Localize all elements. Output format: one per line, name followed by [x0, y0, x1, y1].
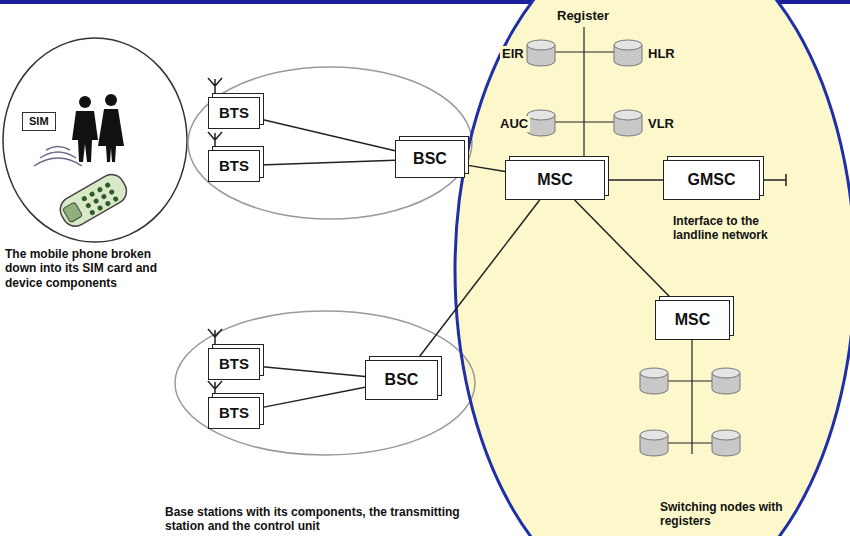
box-label: BTS — [219, 105, 249, 122]
link-line — [605, 179, 663, 181]
caption-text: Base stations with its components, the t… — [165, 505, 495, 534]
sim-label: SIM — [22, 112, 56, 131]
link-line — [260, 387, 365, 408]
link-line — [260, 119, 395, 151]
box-label: MSC — [675, 311, 711, 329]
register-cylinder — [527, 40, 555, 66]
radio-waves — [34, 147, 82, 167]
core-network-region — [455, 0, 850, 536]
base-station-ellipse — [175, 311, 475, 455]
core-network-outline — [455, 0, 850, 536]
caption-text: Interface to the landline network — [673, 214, 798, 243]
msc-box: MSC — [655, 300, 730, 340]
bts-box: BTS — [208, 150, 260, 182]
link-line — [417, 200, 540, 360]
people-icon — [72, 94, 124, 162]
register-cylinder — [712, 430, 740, 456]
box-label: BSC — [413, 150, 447, 168]
link-line — [260, 366, 365, 376]
msc-box: MSC — [505, 160, 605, 200]
register-heading: Register — [555, 8, 611, 24]
base-station-ellipse — [188, 67, 472, 219]
bsc-box: BSC — [365, 360, 438, 400]
gmsc-box: GMSC — [663, 160, 760, 200]
bts-box: BTS — [208, 397, 260, 429]
register-name: AUC — [498, 116, 530, 132]
register-cylinder — [712, 368, 740, 394]
register-cylinder — [640, 368, 668, 394]
register-cylinder — [527, 110, 555, 136]
box-label: BTS — [219, 158, 249, 175]
mobile-circle — [3, 38, 187, 242]
link-line — [465, 165, 505, 172]
box-label: MSC — [537, 171, 573, 189]
box-label: BTS — [219, 405, 249, 422]
bts-box: BTS — [208, 348, 260, 380]
register-name: HLR — [648, 46, 675, 62]
register-name: EIR — [500, 46, 526, 62]
caption-text: Switching nodes with registers — [660, 500, 790, 529]
register-cylinder — [614, 40, 642, 66]
phone-icon — [56, 170, 132, 231]
register-cylinder — [640, 430, 668, 456]
box-label: BTS — [219, 356, 249, 373]
landline-stub — [760, 174, 786, 186]
register-bus — [668, 340, 712, 454]
register-cylinder — [614, 110, 642, 136]
bts-box: BTS — [208, 97, 260, 129]
link-line — [575, 200, 673, 300]
bsc-box: BSC — [395, 140, 465, 178]
link-line — [260, 160, 395, 165]
box-label: BSC — [385, 371, 419, 389]
register-name: VLR — [648, 116, 674, 132]
caption-text: The mobile phone broken down into its SI… — [5, 247, 170, 290]
register-bus — [555, 27, 614, 160]
box-label: GMSC — [688, 171, 736, 189]
